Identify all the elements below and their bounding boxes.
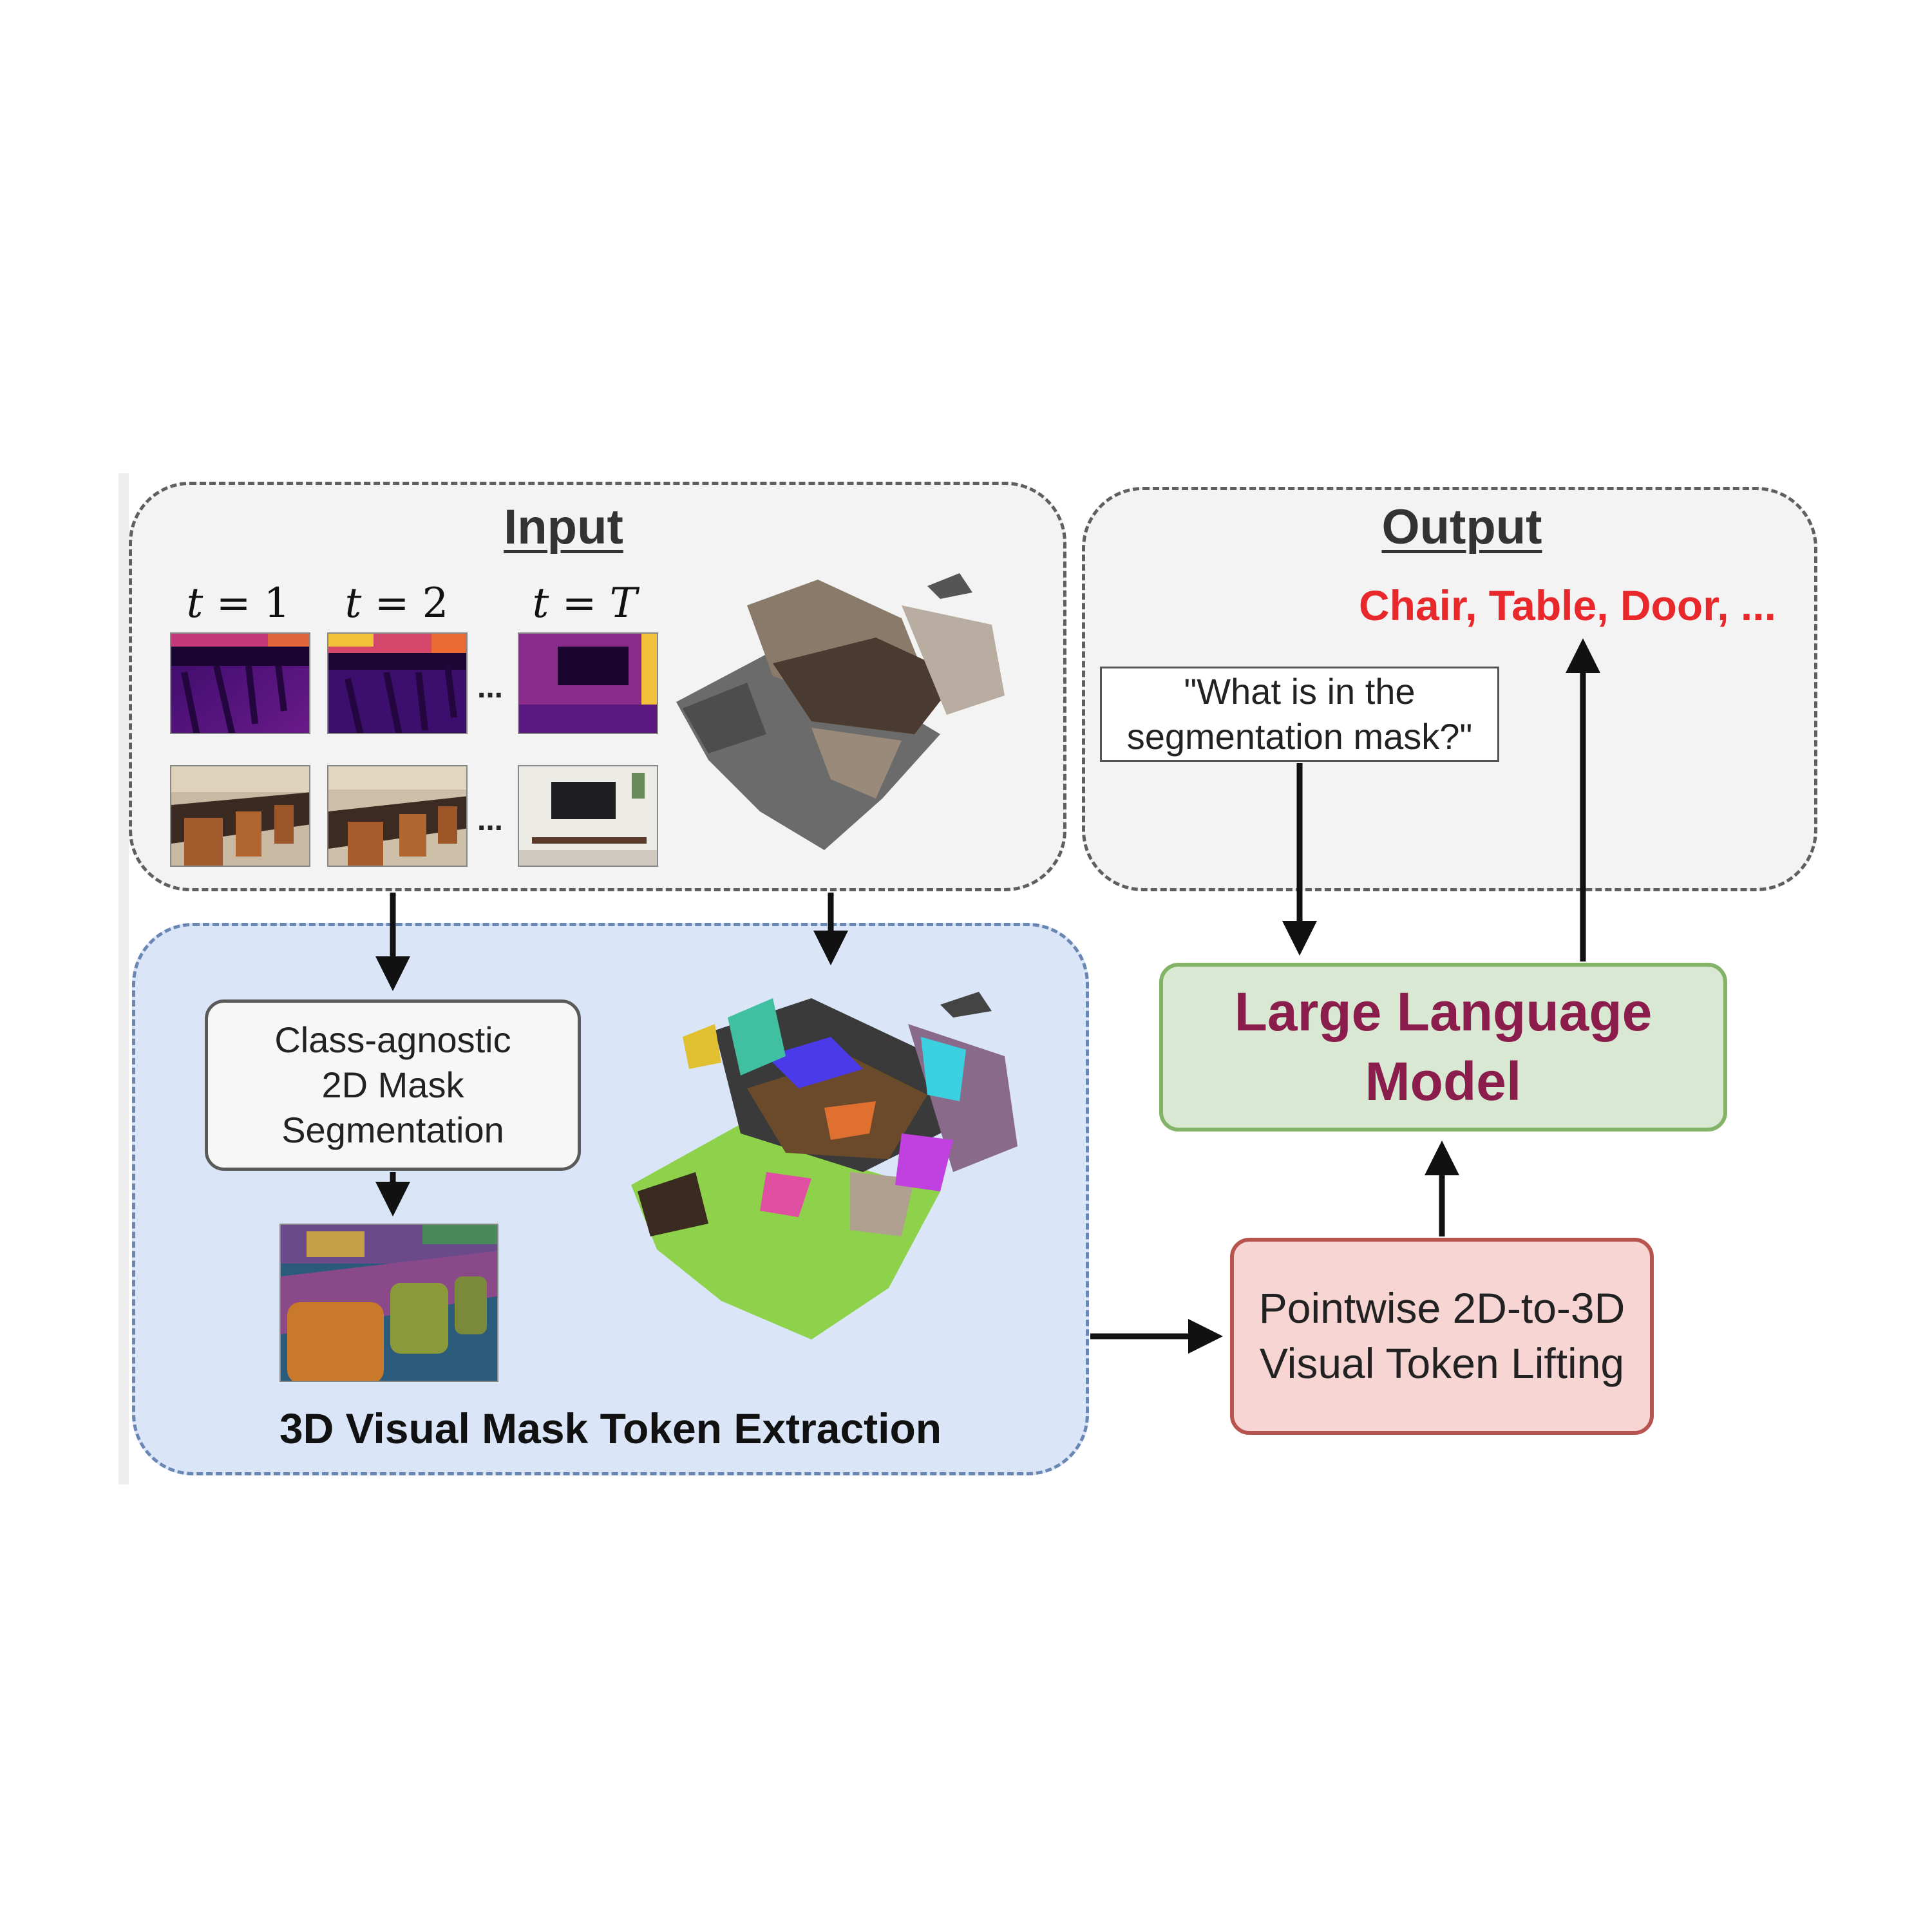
depth-frame-2 — [327, 632, 468, 734]
segmented-image — [279, 1224, 498, 1382]
seg-line-3: Segmentation — [281, 1110, 504, 1150]
frame-label-1: t = 1 — [186, 580, 290, 627]
token-lifting-box: Pointwise 2D-to-3D Visual Token Lifting — [1230, 1238, 1654, 1435]
segmented-point-cloud — [631, 992, 1018, 1340]
lifting-line-1: Pointwise 2D-to-3D — [1258, 1284, 1625, 1332]
answer-labels: Chair, Table, Door, ... — [1359, 582, 1776, 629]
question-line-1: "What is in the — [1184, 671, 1416, 712]
depth-frame-T — [518, 632, 658, 734]
rgb-frame-1 — [170, 765, 310, 867]
rgb-frame-2 — [327, 765, 468, 867]
depth-frame-1 — [170, 632, 310, 734]
ellipsis-depth: ... — [477, 670, 503, 705]
llm-box: Large Language Model — [1159, 963, 1727, 1132]
question-prompt-box: "What is in the segmentation mask?" — [1100, 667, 1499, 762]
output-heading: Output — [1381, 500, 1542, 554]
seg-line-1: Class-agnostic — [274, 1019, 511, 1060]
ellipsis-rgb: ... — [477, 803, 503, 837]
llm-line-1: Large Language — [1234, 981, 1653, 1043]
rgb-point-cloud — [676, 573, 1005, 850]
question-line-2: segmentation mask?" — [1126, 716, 1473, 757]
input-heading: Input — [504, 500, 623, 554]
llm-line-2: Model — [1365, 1051, 1522, 1112]
rgb-frame-T — [518, 765, 658, 867]
extraction-title: 3D Visual Mask Token Extraction — [279, 1405, 942, 1452]
mask-segmentation-box: Class-agnostic 2D Mask Segmentation — [205, 999, 581, 1171]
left-edge-strip — [118, 473, 129, 1484]
lifting-line-2: Visual Token Lifting — [1259, 1340, 1625, 1387]
seg-line-2: 2D Mask — [321, 1065, 464, 1105]
frame-label-T: t = T — [532, 580, 638, 627]
frame-label-2: t = 2 — [345, 580, 449, 627]
